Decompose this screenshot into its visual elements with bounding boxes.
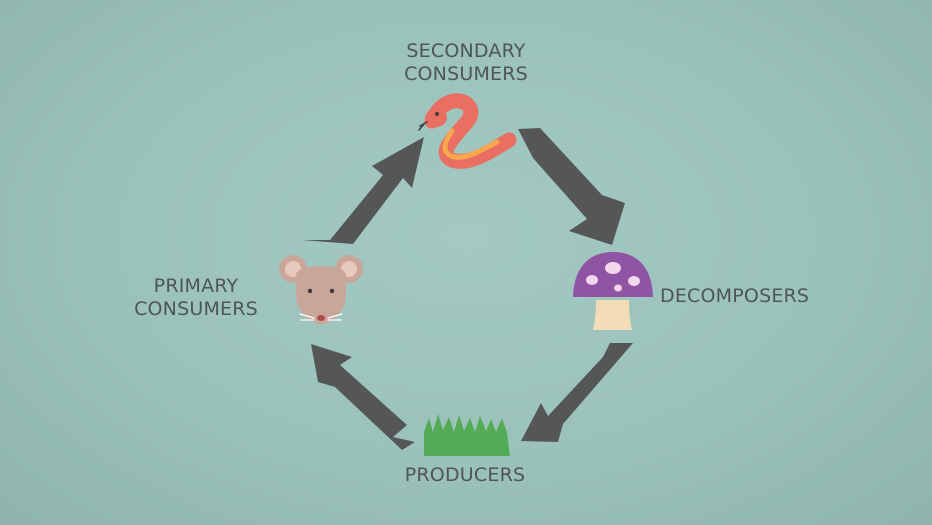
arrow-grass-to-mouse — [311, 344, 415, 450]
mouse-icon — [279, 255, 363, 324]
snake-icon — [418, 93, 517, 169]
grass-icon — [424, 414, 510, 456]
arrow-snake-to-mushroom — [518, 128, 625, 245]
label-secondary-consumers: SECONDARY CONSUMERS — [404, 40, 528, 85]
label-producers: PRODUCERS — [404, 464, 526, 486]
label-primary-consumers: PRIMARY CONSUMERS — [134, 275, 258, 320]
mushroom-icon — [573, 252, 653, 330]
arrow-mushroom-to-grass — [521, 343, 633, 442]
arrow-mouse-to-snake — [302, 137, 424, 244]
label-decomposers: DECOMPOSERS — [660, 285, 810, 307]
